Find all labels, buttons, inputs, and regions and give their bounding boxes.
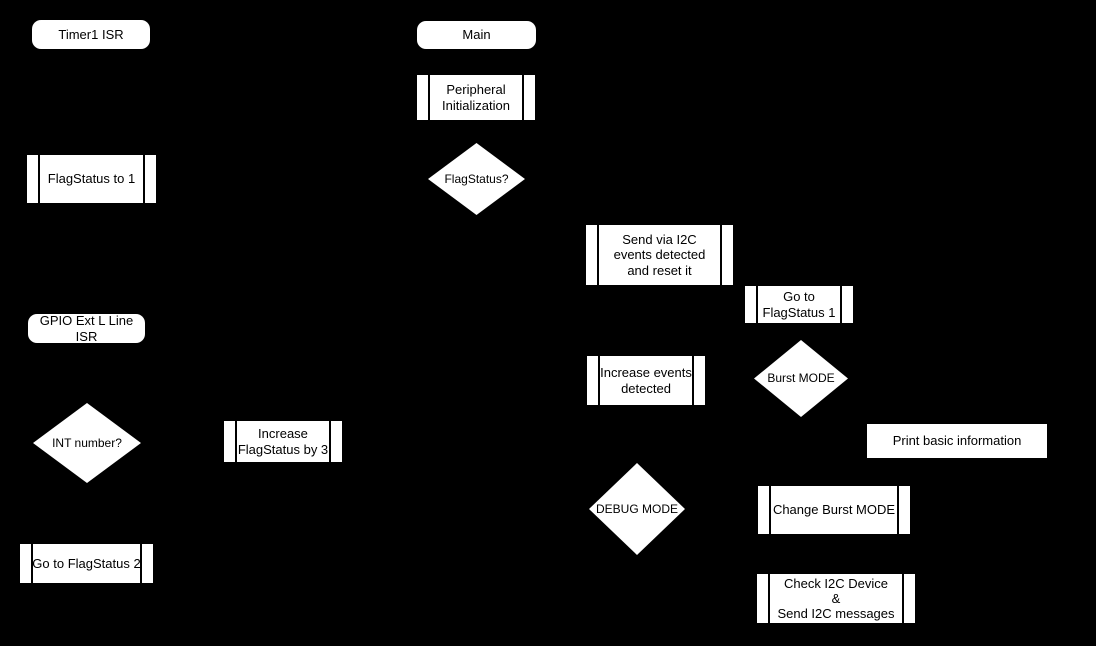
- node-change-burst-mode: Change Burst MODE: [758, 486, 910, 534]
- node-flagstatus-to-1: FlagStatus to 1: [27, 155, 156, 203]
- node-go-to-flagstatus-1: Go to FlagStatus 1: [745, 286, 853, 323]
- node-label: Increase events detected: [600, 365, 692, 396]
- node-increase-events-detected: Increase events detected: [587, 356, 705, 405]
- node-label: Send via I2C events detected and reset i…: [613, 232, 706, 278]
- node-label: Peripheral Initialization: [442, 82, 510, 113]
- node-print-basic-information: Print basic information: [867, 424, 1047, 458]
- node-label: Main: [462, 27, 491, 43]
- node-peripheral-initialization: Peripheral Initialization: [417, 75, 535, 120]
- node-label: GPIO Ext L Line ISR: [39, 313, 134, 344]
- node-label: DEBUG MODE: [595, 501, 678, 516]
- decision-debug-mode: DEBUG MODE: [589, 463, 685, 555]
- node-check-i2c-device: Check I2C Device & Send I2C messages: [757, 574, 915, 623]
- decision-flagstatus: FlagStatus?: [428, 143, 525, 215]
- node-label: FlagStatus?: [444, 171, 509, 186]
- decision-burst-mode: Burst MODE: [754, 340, 848, 417]
- node-label: Go to FlagStatus 1: [762, 289, 836, 320]
- node-increase-flagstatus-by-3: Increase FlagStatus by 3: [224, 421, 342, 462]
- decision-int-number: INT number?: [33, 403, 141, 483]
- node-go-to-flagstatus-2: Go to FlagStatus 2: [20, 544, 153, 583]
- node-timer1-isr: Timer1 ISR: [32, 20, 150, 49]
- node-label: Go to FlagStatus 2: [32, 555, 141, 571]
- node-label: INT number?: [52, 435, 122, 450]
- node-label: Increase FlagStatus by 3: [237, 426, 329, 457]
- node-send-via-i2c: Send via I2C events detected and reset i…: [586, 225, 733, 285]
- node-label: Burst MODE: [767, 371, 835, 386]
- node-label: FlagStatus to 1: [47, 171, 136, 187]
- node-label: Timer1 ISR: [58, 26, 124, 42]
- node-label: Check I2C Device & Send I2C messages: [777, 575, 895, 622]
- node-label: Change Burst MODE: [772, 502, 896, 518]
- node-gpio-ext-l-line-isr: GPIO Ext L Line ISR: [28, 313, 145, 344]
- node-main: Main: [417, 21, 536, 49]
- node-label: Print basic information: [892, 433, 1022, 449]
